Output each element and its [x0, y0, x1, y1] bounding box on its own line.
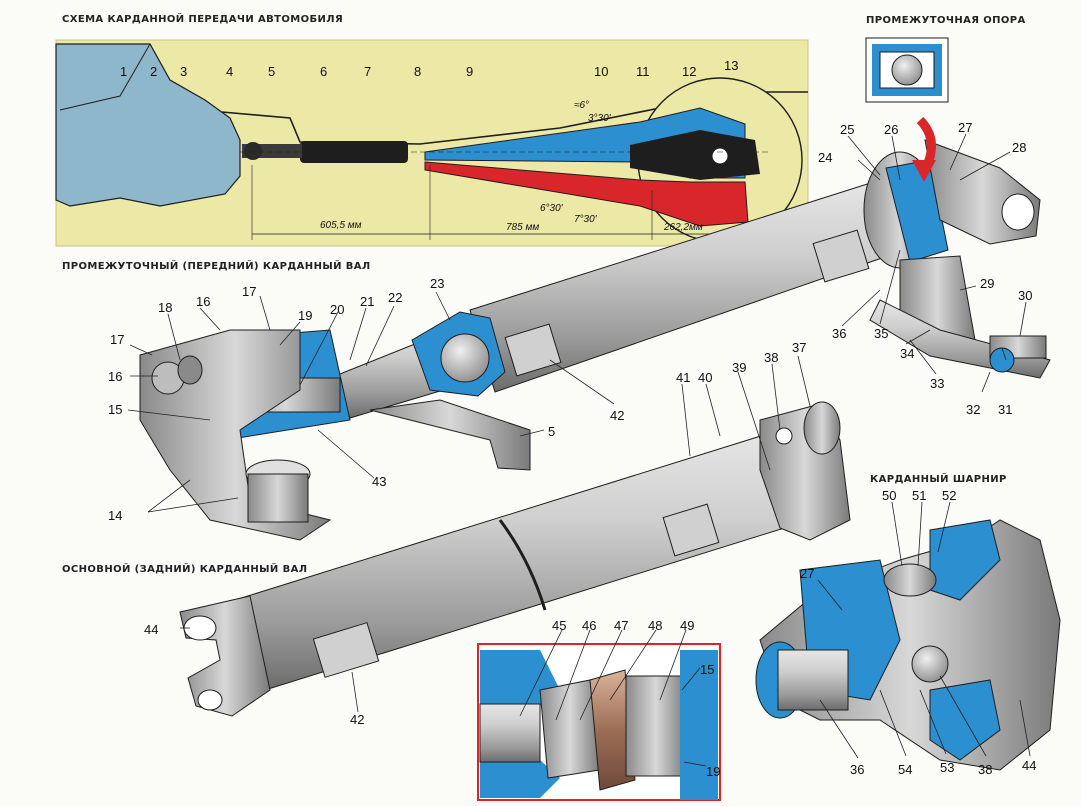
callout-52: 52 — [942, 488, 956, 503]
scheme-callout-13: 13 — [724, 58, 738, 73]
callout-34: 34 — [900, 346, 914, 361]
support-inset — [865, 37, 949, 103]
callout-26: 26 — [884, 122, 898, 137]
callout-36b: 36 — [850, 762, 864, 777]
callout-20: 20 — [330, 302, 344, 317]
joint-title: КАРДАННЫЙ ШАРНИР — [870, 474, 1007, 485]
callout-49: 49 — [680, 618, 694, 633]
callout-17b: 17 — [242, 284, 256, 299]
callout-53: 53 — [940, 760, 954, 775]
callout-27b: 27 — [800, 566, 814, 581]
callout-25: 25 — [840, 122, 854, 137]
callout-40: 40 — [698, 370, 712, 385]
callout-27: 27 — [958, 120, 972, 135]
callout-24: 24 — [818, 150, 832, 165]
leader-lines — [127, 133, 1031, 767]
callout-19: 19 — [298, 308, 312, 323]
front-shaft-title: ПРОМЕЖУТОЧНЫЙ (ПЕРЕДНИЙ) КАРДАННЫЙ ВАЛ — [62, 261, 371, 272]
callout-21: 21 — [360, 294, 374, 309]
dimension-label-2: 785 мм — [506, 222, 539, 233]
callout-32: 32 — [966, 402, 980, 417]
universal-joint-cutaway — [755, 519, 1061, 771]
intermediate-support — [863, 116, 1051, 379]
detail-inset — [477, 643, 721, 801]
angle-label-4: 7°30' — [574, 214, 598, 225]
scheme-callout-9: 9 — [466, 64, 473, 79]
callout-31: 31 — [998, 402, 1012, 417]
callout-30: 30 — [1018, 288, 1032, 303]
scheme-callout-3: 3 — [180, 64, 187, 79]
callout-numbers: 17 16 15 18 16 17 19 20 21 22 23 43 42 5… — [108, 120, 1036, 779]
callout-14: 14 — [108, 508, 122, 523]
callout-35: 35 — [874, 326, 888, 341]
rear-shaft-assembly — [179, 401, 851, 717]
callout-23: 23 — [430, 276, 444, 291]
joint-housing — [759, 519, 1061, 771]
callout-50: 50 — [882, 488, 896, 503]
axle-housing — [630, 130, 760, 180]
callout-45: 45 — [552, 618, 566, 633]
scheme-callout-5: 5 — [268, 64, 275, 79]
callout-42: 42 — [610, 408, 624, 423]
callout-33: 33 — [930, 376, 944, 391]
callout-17: 17 — [110, 332, 124, 347]
angle-label-2: 3°30' — [588, 113, 612, 124]
callout-43: 43 — [372, 474, 386, 489]
support-title: ПРОМЕЖУТОЧНАЯ ОПОРА — [866, 15, 1026, 26]
angle-label-3: 6°30' — [540, 203, 564, 214]
callout-38b: 38 — [978, 762, 992, 777]
callout-47: 47 — [614, 618, 628, 633]
callout-16: 16 — [108, 369, 122, 384]
callout-15: 15 — [108, 402, 122, 417]
callout-48: 48 — [648, 618, 662, 633]
callout-39: 39 — [732, 360, 746, 375]
scheme-callout-6: 6 — [320, 64, 327, 79]
callout-42b: 42 — [350, 712, 364, 727]
callout-46: 46 — [582, 618, 596, 633]
scheme-callout-4: 4 — [226, 64, 233, 79]
scheme-callout-10: 10 — [594, 64, 608, 79]
callout-44b: 44 — [1022, 758, 1036, 773]
scheme-callout-11: 11 — [636, 64, 650, 79]
callout-41: 41 — [676, 370, 690, 385]
callout-37: 37 — [792, 340, 806, 355]
callout-16b: 16 — [196, 294, 210, 309]
scheme-callout-12: 12 — [682, 64, 696, 79]
callout-54: 54 — [898, 762, 912, 777]
rear-shaft-title: ОСНОВНОЙ (ЗАДНИЙ) КАРДАННЫЙ ВАЛ — [62, 564, 308, 575]
scheme-panel: 605,5 мм 785 мм 262,2мм ≈6° 3°30' 6°30' … — [55, 39, 809, 247]
callout-38: 38 — [764, 350, 778, 365]
callout-15b: 15 — [700, 662, 714, 677]
callout-51: 51 — [912, 488, 926, 503]
scheme-callout-2: 2 — [150, 64, 157, 79]
scheme-callout-7: 7 — [364, 64, 371, 79]
front-shaft-assembly — [139, 179, 906, 541]
callout-5: 5 — [548, 424, 555, 439]
callout-28: 28 — [1012, 140, 1026, 155]
dimension-label-1: 605,5 мм — [320, 220, 362, 231]
angle-label-1: ≈6° — [574, 100, 589, 111]
callout-18: 18 — [158, 300, 172, 315]
callout-29: 29 — [980, 276, 994, 291]
callout-44: 44 — [144, 622, 158, 637]
dimension-label-3: 262,2мм — [663, 222, 703, 233]
callout-22: 22 — [388, 290, 402, 305]
callout-36: 36 — [832, 326, 846, 341]
engine-gearbox-silhouette — [55, 43, 241, 207]
scheme-title: СХЕМА КАРДАННОЙ ПЕРЕДАЧИ АВТОМОБИЛЯ — [62, 14, 344, 25]
scheme-callout-8: 8 — [414, 64, 421, 79]
scheme-callout-1: 1 — [120, 64, 127, 79]
callout-19b: 19 — [706, 764, 720, 779]
